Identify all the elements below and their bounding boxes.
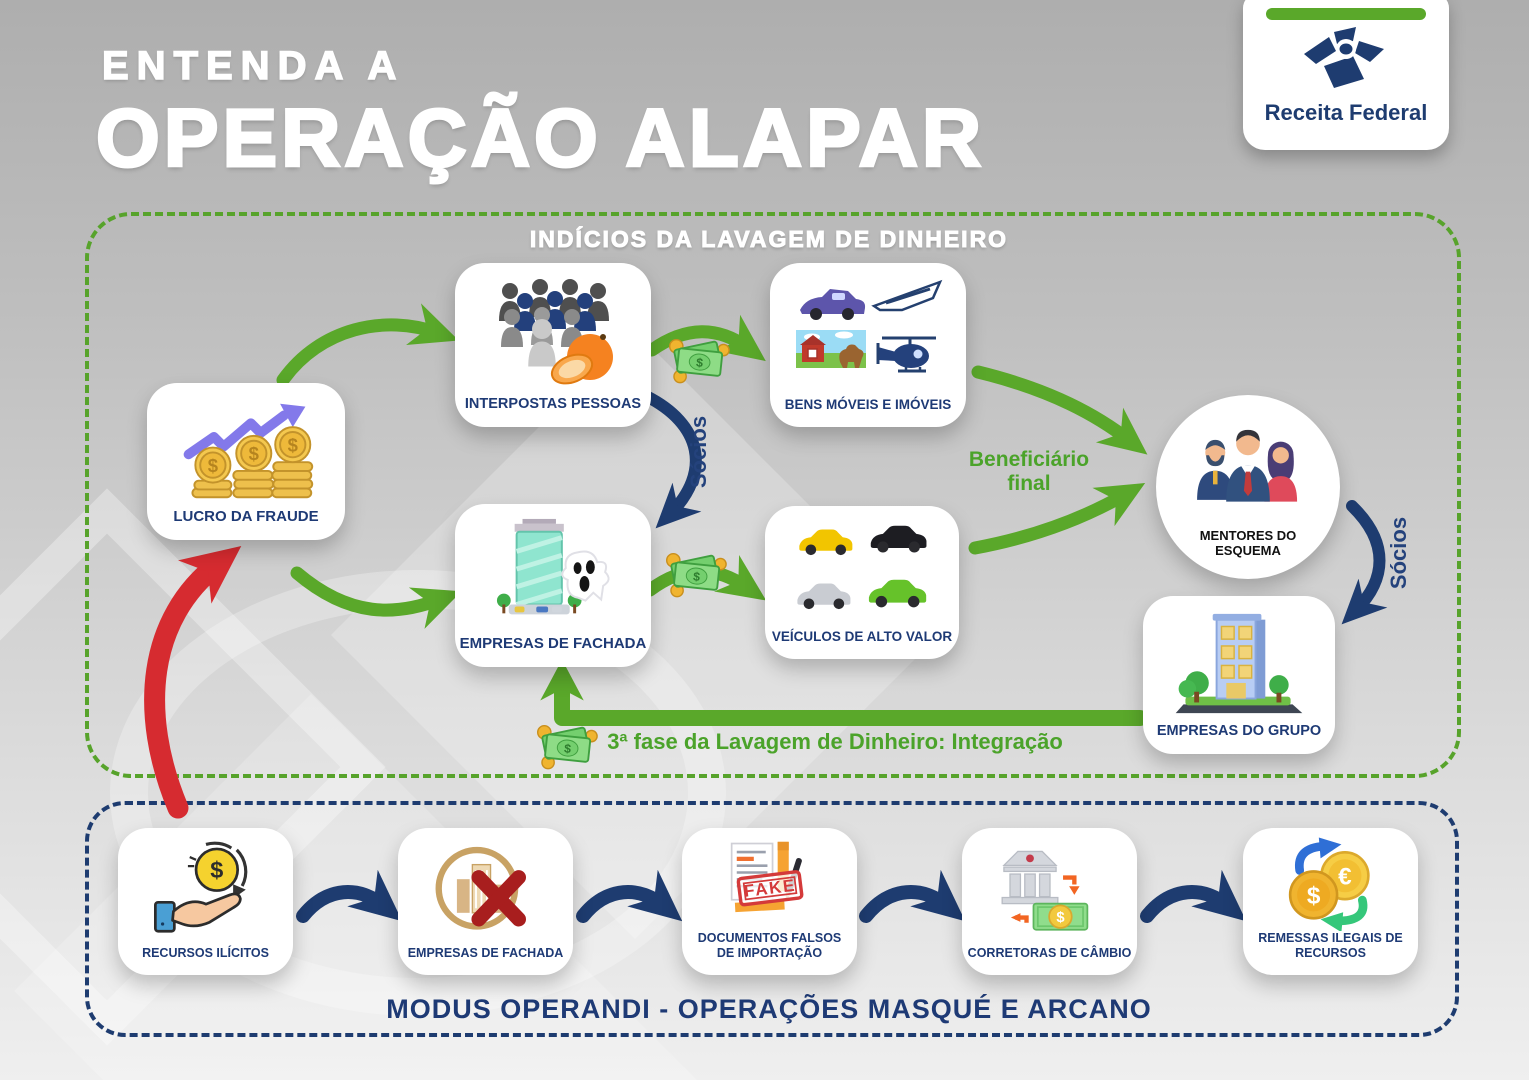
page-title: OPERAÇÃO ALAPAR: [94, 92, 986, 186]
beneficiario-final-label: Beneficiário final: [968, 448, 1090, 496]
node-documentos-falsos: FAKE DOCUMENTOS FALSOS DE IMPORTAÇÃO: [682, 828, 857, 975]
node-empresas-de-fachada-2: EMPRESAS DE FACHADA: [398, 828, 573, 975]
node-label: BENS MÓVEIS E IMÓVEIS: [784, 396, 952, 412]
svg-text:$: $: [210, 857, 223, 883]
node-recursos-ilicitos: $ RECURSOS ILÍCITOS: [118, 828, 293, 975]
node-label: REMESSAS ILEGAIS DE RECURSOS: [1258, 931, 1403, 960]
shell-company-ghost-icon: [465, 512, 641, 635]
upper-section-frame: [85, 212, 1461, 778]
money-transfer-icon: $: [662, 548, 728, 605]
node-label: LUCRO DA FRAUDE: [173, 508, 319, 525]
svg-text:$: $: [695, 355, 703, 370]
node-corretoras-de-cambio: $ CORRETORAS DE CÂMBIO: [962, 828, 1137, 975]
node-label: INTERPOSTAS PESSOAS: [464, 395, 642, 412]
node-label: RECURSOS ILÍCITOS: [142, 946, 269, 960]
svg-text:$: $: [692, 569, 700, 584]
ghost-icon: [561, 550, 610, 602]
upper-section-title: INDÍCIOS DA LAVAGEM DE DINHEIRO: [529, 226, 1009, 253]
node-label: CORRETORAS DE CÂMBIO: [967, 946, 1132, 960]
node-label: DOCUMENTOS FALSOS DE IMPORTAÇÃO: [697, 931, 842, 960]
money-transfer-icon: $: [533, 720, 599, 777]
node-veiculos-alto-valor: VEÍCULOS DE ALTO VALOR: [765, 506, 959, 659]
svg-text:€: €: [1338, 863, 1352, 890]
integracao-label: 3ª fase da Lavagem de Dinheiro: Integraç…: [607, 729, 1063, 754]
group-company-building-icon: [1153, 604, 1325, 723]
svg-text:$: $: [288, 434, 299, 455]
coins-growth-icon: $ $ $: [157, 391, 335, 508]
node-bens-moveis-imoveis: BENS MÓVEIS E IMÓVEIS: [770, 263, 966, 427]
node-empresas-de-fachada: EMPRESAS DE FACHADA: [455, 504, 651, 667]
mentor-man-left: [1197, 440, 1234, 501]
hand-coin-icon: $: [128, 836, 283, 946]
node-mentores-do-esquema: MENTORES DO ESQUEMA: [1156, 395, 1340, 579]
mentor-woman-right: [1264, 442, 1298, 503]
lower-section-frame: [85, 801, 1459, 1037]
node-label: VEÍCULOS DE ALTO VALOR: [771, 628, 953, 644]
socios-label-right: Sócios: [1386, 516, 1411, 590]
header-kicker: ENTENDA A: [101, 43, 405, 89]
node-label: EMPRESAS DO GRUPO: [1156, 722, 1322, 739]
currency-remittance-icon: € $: [1253, 836, 1408, 931]
brand-name: Receita Federal: [1264, 100, 1428, 125]
luxury-cars-icon: [775, 514, 949, 629]
sports-car-icon: [800, 288, 866, 320]
lower-section-title: MODUS OPERANDI - OPERAÇÕES MASQUÉ E ARCA…: [386, 994, 1152, 1024]
node-lucro-da-fraude: $ $ $ LUCRO DA FRAUDE: [147, 383, 345, 540]
node-interpostas-pessoas: INTERPOSTAS PESSOAS: [455, 263, 651, 427]
logo-green-bar: [1266, 8, 1426, 20]
money-transfer-icon: $: [665, 334, 731, 391]
svg-text:$: $: [249, 443, 260, 464]
svg-text:$: $: [208, 454, 219, 475]
receita-federal-mark-icon: [1296, 20, 1396, 98]
node-label: EMPRESAS DE FACHADA: [459, 635, 647, 652]
socios-label-left: Sócios: [686, 415, 711, 489]
shell-company-x-icon: [408, 836, 563, 946]
fake-documents-icon: FAKE: [692, 836, 847, 931]
helicopter-icon: [876, 336, 936, 373]
mentors-people-icon: [1170, 409, 1326, 528]
receita-federal-logo-card: Receita Federal: [1243, 0, 1449, 150]
farm-icon: [796, 329, 866, 368]
node-label: MENTORES DO ESQUEMA: [1199, 527, 1297, 559]
node-empresas-do-grupo: EMPRESAS DO GRUPO: [1143, 596, 1335, 754]
mentor-man-center: [1226, 430, 1270, 503]
node-label: EMPRESAS DE FACHADA: [407, 946, 564, 960]
svg-text:$: $: [563, 741, 571, 756]
svg-text:$: $: [1306, 882, 1320, 909]
bank-exchange-icon: $: [972, 836, 1127, 946]
crowd-orange-icon: [465, 271, 641, 396]
svg-text:$: $: [1056, 910, 1064, 926]
assets-car-yacht-farm-helicopter-icon: [780, 271, 956, 397]
node-remessas-ilegais: € $ REMESSAS ILEGAIS DE RECURSOS: [1243, 828, 1418, 975]
yacht-icon: [871, 279, 943, 312]
